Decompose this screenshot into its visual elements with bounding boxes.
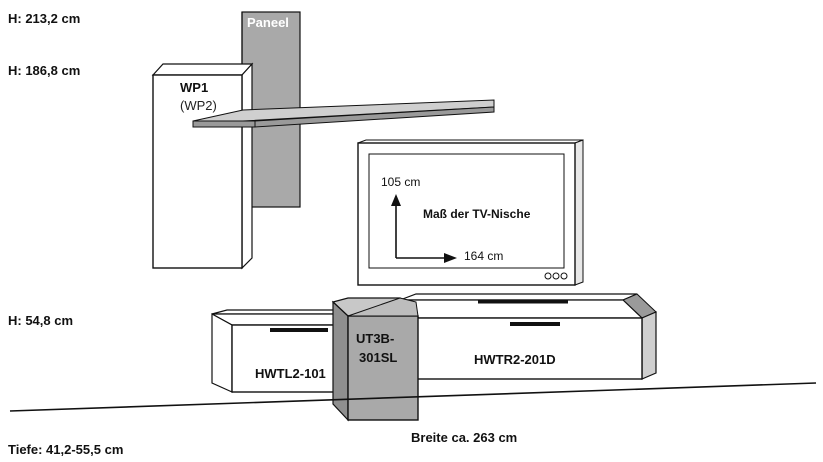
tv-button-icon <box>560 272 568 280</box>
right-lowboard-label: HWTR2-201D <box>474 352 556 367</box>
wall-cabinet-label: WP1 <box>180 80 209 95</box>
tv-height-label: 105 cm <box>381 175 421 189</box>
floor-line <box>9 382 817 412</box>
tv <box>357 139 584 286</box>
tv-button-icon <box>544 272 552 280</box>
wall-cabinet <box>151 62 254 270</box>
tv-button-icon <box>552 272 560 280</box>
middle-unit-label-2: 301SL <box>359 350 398 365</box>
tv-width-label: 164 cm <box>464 249 504 263</box>
height-total-label: H: 213,2 cm <box>8 11 81 26</box>
wall-cabinet-alt-label: (WP2) <box>180 98 217 113</box>
tv-niche-label: Maß der TV-Nische <box>423 207 531 221</box>
width-label: Breite ca. 263 cm <box>411 430 518 445</box>
shelf <box>192 99 495 128</box>
arrow-up-icon <box>391 194 401 206</box>
panel-label: Paneel <box>247 15 289 30</box>
left-lowboard <box>211 309 353 393</box>
right-lowboard <box>398 293 657 380</box>
depth-label: Tiefe: 41,2-55,5 cm <box>8 442 124 457</box>
height-low-label: H: 54,8 cm <box>8 313 74 328</box>
height-wp-label: H: 186,8 cm <box>8 63 81 78</box>
left-lowboard-label: HWTL2-101 <box>255 366 326 381</box>
middle-unit <box>331 297 419 422</box>
arrow-right-icon <box>444 253 457 263</box>
middle-unit-label-1: UT3B- <box>356 331 395 346</box>
